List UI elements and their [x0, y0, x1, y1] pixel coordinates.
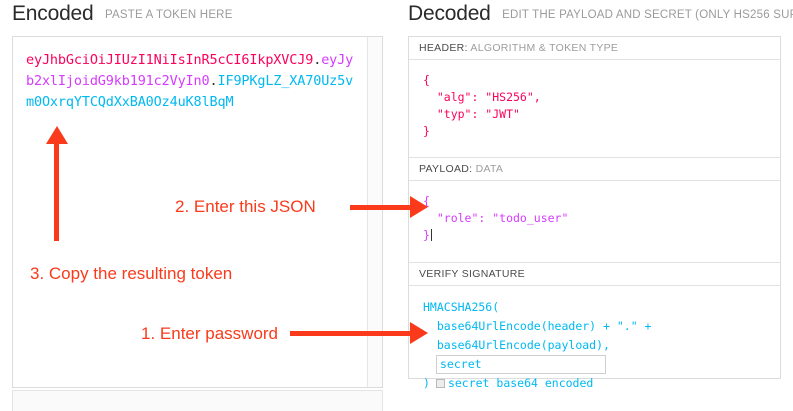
signature-section-label-strong: VERIFY SIGNATURE — [419, 268, 525, 280]
token-payload-segment: eyJyb2xlIjoidG9kb191c2VyIn0 — [26, 52, 354, 89]
hmac-close-paren: ) — [423, 376, 430, 390]
header-section-label: HEADER: ALGORITHM & TOKEN TYPE — [409, 37, 780, 60]
encoded-token-text[interactable]: eyJhbGciOiJIUzI1NiIsInR5cCI6IkpXVCJ9.eyJ… — [26, 50, 356, 113]
payload-section-label: PAYLOAD: DATA — [409, 158, 780, 181]
header-section-label-strong: HEADER: — [419, 42, 468, 54]
hmac-line-3: base64UrlEncode(payload), — [423, 338, 610, 352]
payload-section-label-strong: PAYLOAD: — [419, 163, 473, 175]
secret-base64-label[interactable]: secret base64 encoded — [447, 376, 594, 390]
annotation-arrow-2-head — [410, 196, 428, 218]
encoded-token-textarea[interactable]: eyJhbGciOiJIUzI1NiIsInR5cCI6IkpXVCJ9.eyJ… — [12, 36, 383, 388]
encoded-title: Encoded — [12, 2, 94, 25]
header-json-editor[interactable]: { "alg": "HS256", "typ": "JWT" } — [409, 60, 780, 158]
signature-verification-area: HMACSHA256( base64UrlEncode(header) + ".… — [409, 286, 780, 400]
secret-input[interactable] — [436, 355, 606, 374]
hmac-line-2: base64UrlEncode(header) + "." + — [423, 319, 652, 333]
annotation-step-1: 1. Enter password — [141, 324, 279, 343]
payload-json-text: { "role": "todo_user" } — [423, 194, 569, 242]
encoded-column-heading: Encoded PASTE A TOKEN HERE — [12, 2, 233, 26]
annotation-step-3: 3. Copy the resulting token — [30, 264, 233, 283]
decoded-column-heading: Decoded EDIT THE PAYLOAD AND SECRET (ONL… — [408, 2, 793, 26]
annotation-arrow-1-line — [290, 331, 412, 336]
annotation-arrow-1-head — [410, 322, 428, 344]
annotation-arrow-3-line — [54, 143, 59, 241]
payload-section-label-rest: DATA — [475, 163, 504, 175]
token-separator-2: . — [209, 73, 218, 89]
signature-section-label: VERIFY SIGNATURE — [409, 263, 780, 286]
token-header-segment: eyJhbGciOiJIUzI1NiIsInR5cCI6IkpXVCJ9 — [26, 52, 314, 68]
decoded-title: Decoded — [408, 2, 491, 25]
text-caret — [430, 229, 432, 241]
payload-json-editor[interactable]: { "role": "todo_user" } — [409, 181, 780, 263]
encoded-scrollbar[interactable] — [367, 37, 382, 387]
header-section-label-rest: ALGORITHM & TOKEN TYPE — [470, 42, 619, 54]
encoded-panel-footer-bar — [12, 390, 383, 411]
annotation-arrow-2-line — [350, 205, 412, 210]
token-separator-1: . — [313, 52, 322, 68]
token-signature-segment: IF9PKgLZ_XA70Uz5vm0OxrqYTCQdXxBA0Oz4uK8l… — [26, 73, 354, 110]
hmac-line-1: HMACSHA256( — [423, 300, 500, 314]
decoded-panel: HEADER: ALGORITHM & TOKEN TYPE { "alg": … — [408, 36, 781, 390]
encoded-subtitle: PASTE A TOKEN HERE — [104, 9, 233, 21]
annotation-arrow-3-head — [46, 126, 68, 144]
decoded-subtitle: EDIT THE PAYLOAD AND SECRET (ONLY HS256 … — [502, 9, 793, 21]
secret-base64-checkbox[interactable] — [435, 379, 445, 388]
annotation-step-2: 2. Enter this JSON — [175, 197, 316, 216]
